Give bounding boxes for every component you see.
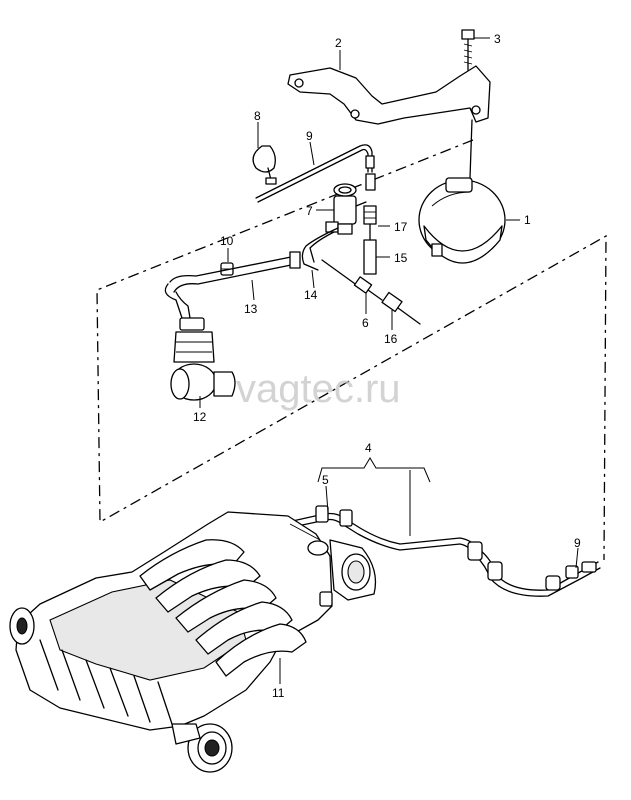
hose-clip — [252, 145, 277, 185]
mounting-bracket — [287, 65, 491, 125]
hose-14 — [301, 227, 339, 271]
bolt — [461, 29, 475, 71]
hose-16 — [381, 291, 421, 325]
callout-12: 12 — [193, 410, 207, 424]
callout-2: 2 — [335, 36, 342, 50]
callout-9-lower: 9 — [574, 536, 581, 550]
hose-15 — [363, 223, 377, 275]
vacuum-line-upper — [255, 144, 376, 203]
vacuum-reservoir — [418, 119, 506, 264]
callout-13: 13 — [244, 302, 258, 316]
intake-manifold — [9, 511, 377, 773]
solenoid-valve — [325, 183, 367, 235]
callout-15: 15 — [394, 251, 408, 265]
nonreturn-valve-6 — [321, 259, 383, 301]
callout-5: 5 — [322, 473, 329, 487]
callout-9-upper: 9 — [306, 129, 313, 143]
vacuum-line-lower — [287, 505, 601, 597]
callout-4: 4 — [365, 441, 372, 455]
callout-3: 3 — [494, 32, 501, 46]
callout-14: 14 — [304, 288, 318, 302]
callout-16: 16 — [384, 332, 398, 346]
leader-lines — [199, 37, 579, 684]
vacuum-line-13 — [164, 251, 301, 319]
watermark: vagtec.ru — [236, 367, 401, 411]
callout-10: 10 — [220, 234, 234, 248]
callout-labels: 1 2 3 4 5 6 7 8 9 9 10 11 12 13 14 15 16… — [193, 32, 581, 700]
callout-17: 17 — [394, 220, 408, 234]
valve-body-12 — [170, 317, 236, 401]
callout-6: 6 — [362, 316, 369, 330]
callout-8: 8 — [254, 109, 261, 123]
callout-11: 11 — [272, 686, 285, 700]
assembly-boundary — [96, 139, 607, 561]
inline-connector-17 — [363, 205, 377, 225]
callout-7: 7 — [306, 204, 313, 218]
callout-1: 1 — [524, 213, 531, 227]
